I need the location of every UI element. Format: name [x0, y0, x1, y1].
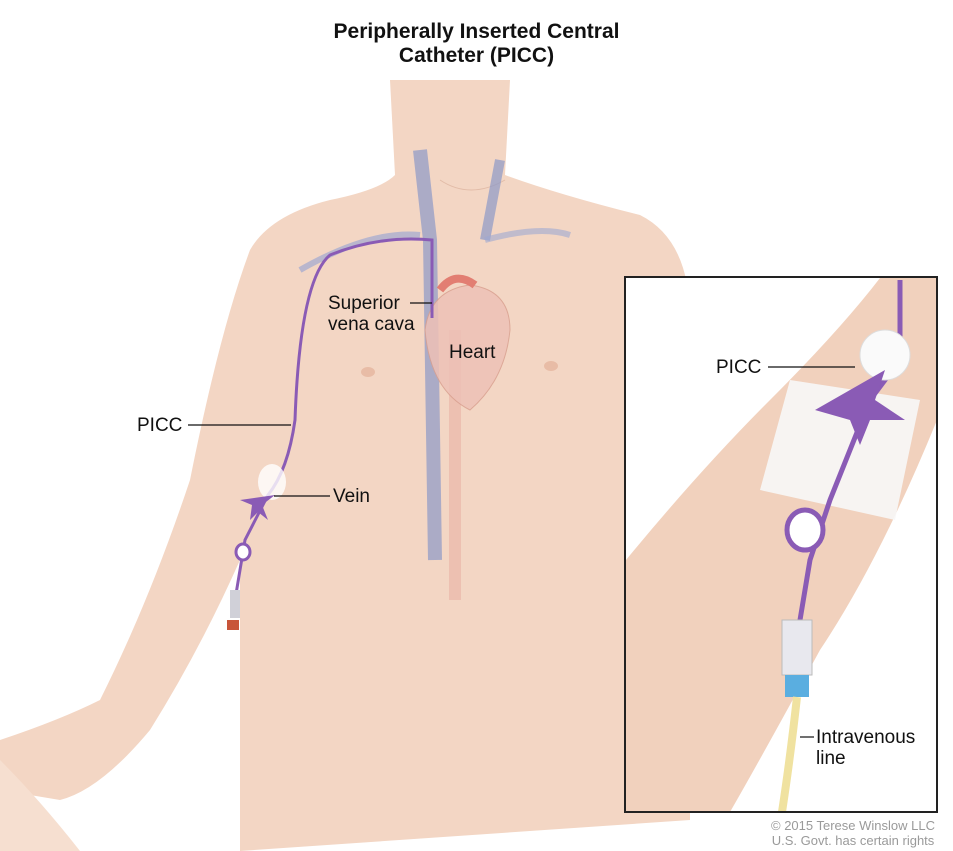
inset-connector	[781, 619, 813, 676]
credit-line-1: © 2015 Terese Winslow LLC	[771, 818, 935, 833]
label-intravenous-line: Intravenous line	[816, 727, 915, 769]
credit-line-2: U.S. Govt. has certain rights	[771, 833, 935, 848]
label-heart: Heart	[449, 342, 496, 363]
iv-line-2: line	[816, 748, 846, 769]
heart-shape	[424, 274, 511, 411]
copyright-credit: © 2015 Terese Winslow LLC U.S. Govt. has…	[771, 818, 935, 848]
insertion-dressing	[258, 464, 286, 500]
label-vein: Vein	[333, 486, 370, 507]
svc-line-2: vena cava	[328, 314, 415, 335]
catheter-clamp	[234, 542, 252, 562]
inset-catheter-hub	[815, 370, 905, 445]
page-title: Peripherally Inserted Central Catheter (…	[0, 20, 953, 68]
svc-line-1: Superior	[328, 293, 400, 314]
torso-figure	[0, 80, 690, 851]
label-picc-inset: PICC	[716, 357, 762, 378]
inset-clamp	[784, 507, 826, 553]
label-superior-vena-cava: Superior vena cava	[328, 293, 415, 335]
inset-luer-lock	[785, 675, 809, 697]
title-line-1: Peripherally Inserted Central	[333, 20, 620, 43]
catheter-connector	[230, 590, 240, 618]
title-line-2: Catheter (PICC)	[398, 44, 555, 67]
picc-catheter-line	[233, 237, 434, 601]
inset-iv-tubing	[778, 696, 801, 811]
leader-lines	[188, 302, 855, 738]
inset-insertion-site	[859, 329, 911, 381]
catheter-hub	[240, 495, 275, 520]
inset-panel	[624, 276, 938, 813]
label-picc: PICC	[137, 415, 183, 436]
catheter-cap	[227, 620, 239, 630]
iv-line-1: Intravenous	[816, 727, 916, 748]
